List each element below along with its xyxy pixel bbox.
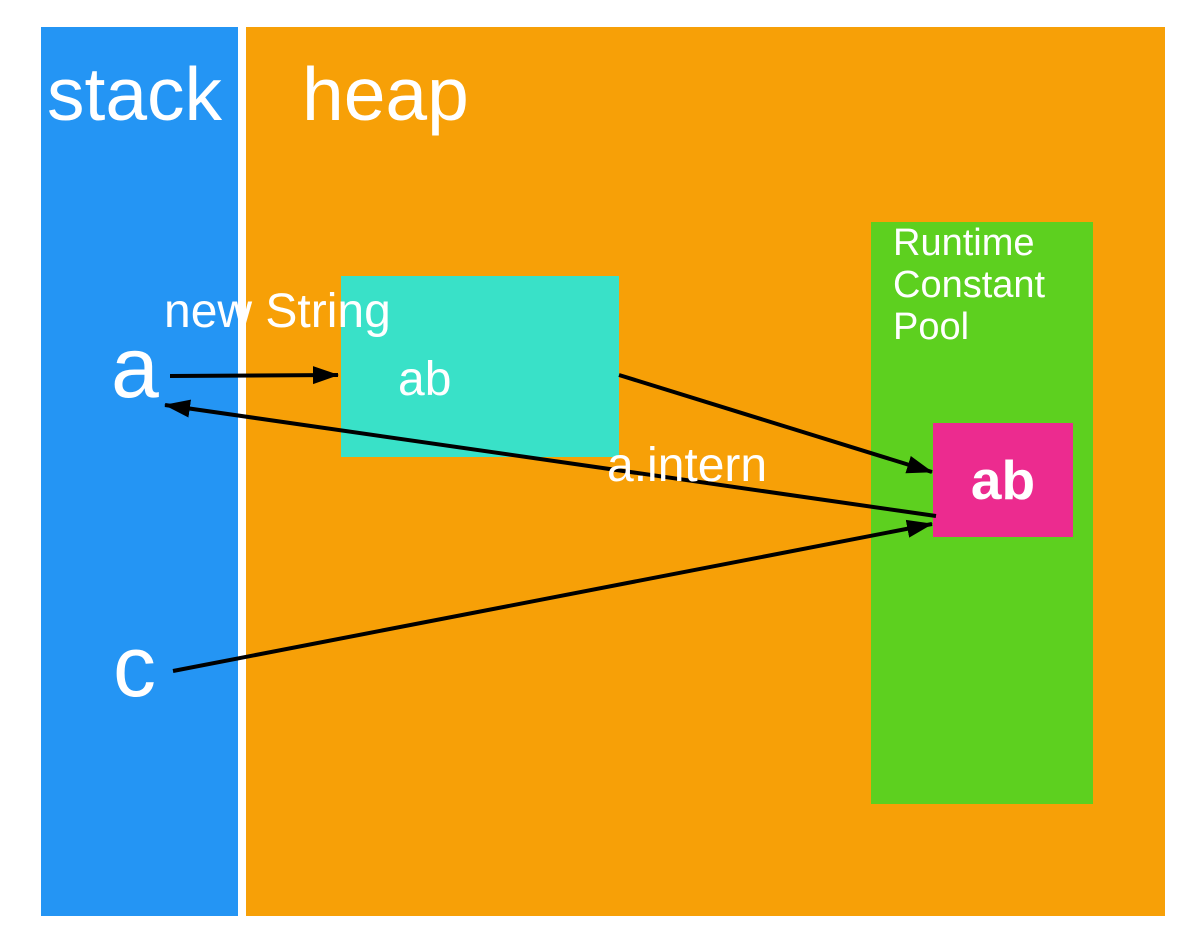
heap-region-label: heap [302,52,469,136]
stack-variable-a: a [111,320,159,416]
runtime-constant-pool-box: Runtime Constant Pool ab [871,222,1093,804]
new-string-arrow-label: new String [164,285,391,338]
pool-string-box: ab [933,423,1073,537]
runtime-constant-pool-title: Runtime Constant Pool [893,222,1046,348]
stack-region-label: stack [47,52,223,136]
stack-region: stack [41,27,238,916]
heap-string-value: ab [398,353,452,406]
pool-string-value: ab [970,448,1036,511]
stack-variable-c: c [113,619,156,715]
a-intern-arrow-label: a.intern [607,439,768,492]
